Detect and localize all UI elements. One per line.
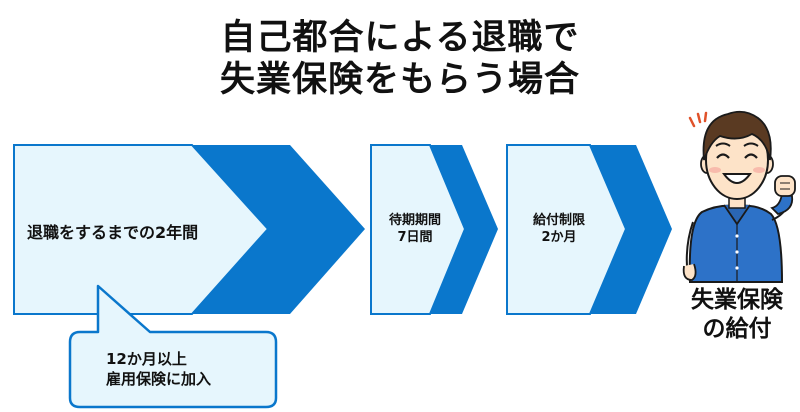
step-3-arrow [506,144,672,315]
step-2-label-line-2: 7日間 [397,230,433,245]
result-line-1: 失業保険 [691,287,783,313]
step-2-label-line-1: 待期期間 [388,213,441,228]
callout-text: 12か月以上 雇用保険に加入 [106,349,211,389]
sparkle-icon [688,111,708,128]
result-line-2: の給付 [702,316,772,342]
step-3-label-line-1: 給付制限 [532,213,585,228]
callout-bubble [68,284,278,409]
step-3-label: 給付制限 2か月 [524,212,594,246]
title-line-2: 失業保険をもらう場合 [219,60,580,100]
happy-man-icon [682,110,796,283]
step-2-arrow [370,144,498,315]
step-3-label-line-2: 2か月 [541,230,577,245]
title-line-1: 自己都合による退職で [220,18,580,58]
result-label: 失業保険 の給付 [674,286,800,344]
callout-line-2: 雇用保険に加入 [106,370,212,388]
step-1-arrow [13,144,365,315]
step-1-label: 退職をするまでの2年間 [27,223,199,242]
step-2-label: 待期期間 7日間 [380,212,450,246]
callout-line-1: 12か月以上 [106,350,187,368]
